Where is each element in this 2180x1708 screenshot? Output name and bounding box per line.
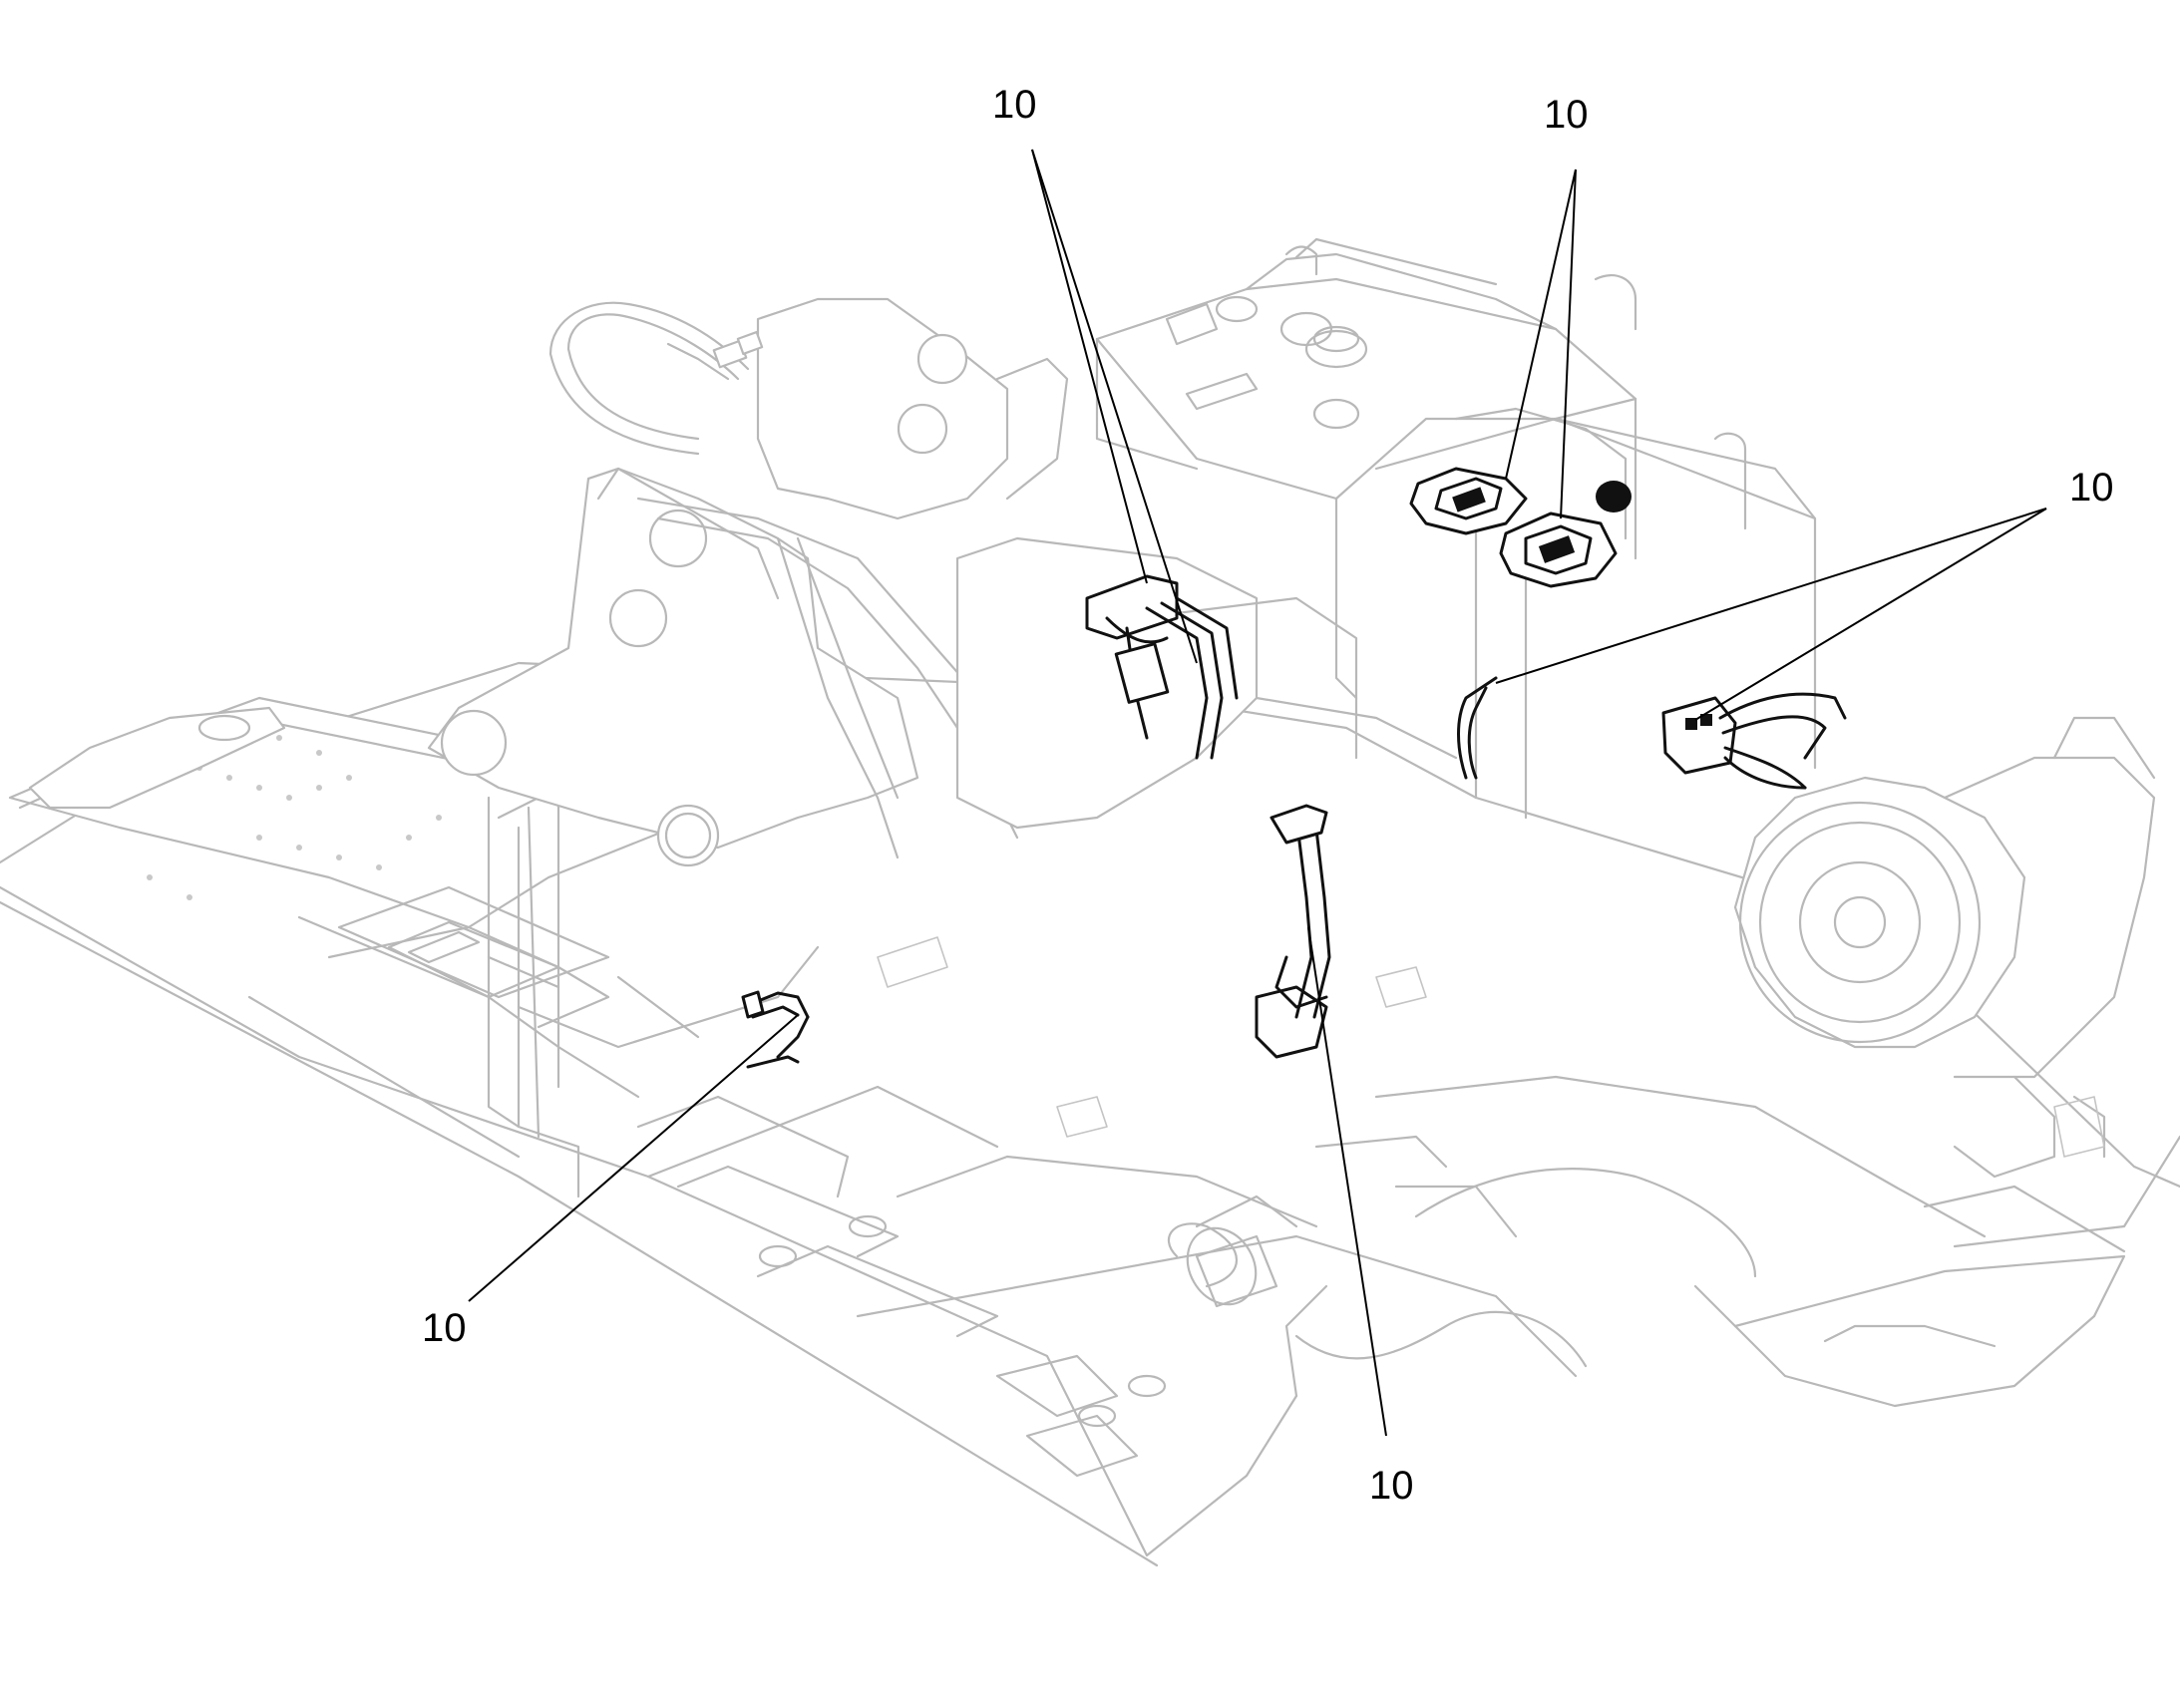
valve-block-assembly — [1457, 676, 1847, 790]
callout-label-right: 10 — [2069, 466, 2114, 510]
center-tube-assembly — [1255, 804, 1331, 1059]
machine-frame-outline — [0, 237, 2180, 1567]
callout-label-top-right: 10 — [1544, 93, 1589, 137]
tank-cap-right — [1499, 512, 1618, 588]
leader-bottom-left — [468, 1014, 799, 1302]
control-valve-hoses — [741, 990, 810, 1069]
leader-bottom-center — [1307, 926, 1387, 1437]
leader-right-b — [1694, 508, 2047, 721]
leader-top-center-b — [1031, 149, 1198, 664]
floor-holes — [147, 735, 442, 900]
tank-cap-left — [1409, 467, 1528, 535]
callout-labels: 10 10 10 10 10 — [422, 83, 2114, 1508]
callout-label-bottom-left: 10 — [422, 1306, 467, 1350]
callout-label-bottom-center: 10 — [1369, 1464, 1414, 1508]
leader-top-right-a — [1505, 169, 1577, 480]
leader-top-right-b — [1560, 169, 1577, 519]
leader-right-a — [1495, 508, 2047, 684]
callout-label-top-center: 10 — [992, 83, 1037, 127]
leader-top-center-a — [1031, 149, 1148, 584]
engine-bracket-assembly — [1085, 574, 1239, 760]
callout-leaders — [468, 149, 2047, 1437]
